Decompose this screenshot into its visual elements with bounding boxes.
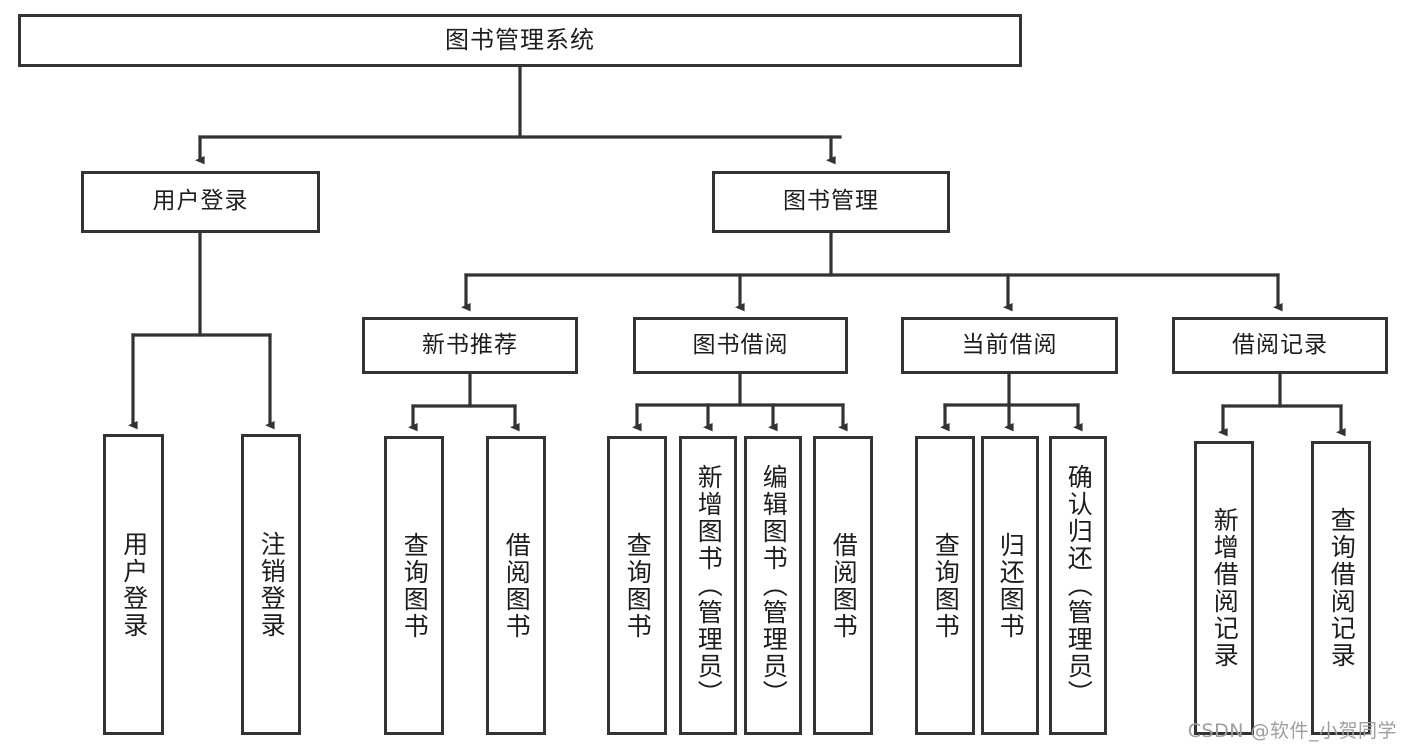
- node-root-system[interactable]: 图书管理系统: [18, 14, 1022, 67]
- node-book-manage[interactable]: 图书管理: [712, 171, 950, 233]
- watermark-text: CSDN @软件_小贺同学: [1187, 720, 1397, 742]
- node-label: 图书管理: [783, 188, 879, 215]
- node-label: 新书推荐: [422, 331, 518, 358]
- node-leaf-edit-book[interactable]: 编辑图书（管理员）: [744, 436, 802, 735]
- node-label: 查询图书: [400, 531, 430, 640]
- node-leaf-borrow-book-1[interactable]: 借阅图书: [486, 436, 546, 735]
- node-label: 用户登录: [152, 188, 249, 215]
- node-label: 借阅记录: [1232, 331, 1328, 358]
- node-label: 用户登录: [119, 530, 149, 639]
- node-label: 借阅图书: [502, 531, 532, 640]
- node-leaf-user-login[interactable]: 用户登录: [103, 434, 164, 735]
- node-label: 当前借阅: [961, 331, 1058, 358]
- node-label: 编辑图书（管理员）: [759, 464, 789, 707]
- node-label: 借阅图书: [829, 531, 859, 640]
- node-label: 查询图书: [623, 531, 653, 640]
- node-label: 查询借阅记录: [1327, 507, 1357, 669]
- node-leaf-query-book-3[interactable]: 查询图书: [915, 436, 975, 735]
- node-label: 新增图书（管理员）: [694, 464, 724, 707]
- node-new-book-recommend[interactable]: 新书推荐: [362, 317, 578, 374]
- node-label: 图书管理系统: [445, 26, 595, 55]
- node-current-borrow[interactable]: 当前借阅: [901, 317, 1118, 374]
- node-leaf-borrow-book-2[interactable]: 借阅图书: [813, 436, 873, 735]
- node-leaf-confirm-return[interactable]: 确认归还（管理员）: [1049, 436, 1107, 735]
- node-label: 归还图书: [996, 531, 1026, 640]
- node-label: 注销登录: [257, 530, 287, 639]
- node-borrow-record[interactable]: 借阅记录: [1172, 317, 1388, 374]
- node-label: 新增借阅记录: [1210, 507, 1240, 669]
- node-leaf-add-book[interactable]: 新增图书（管理员）: [679, 436, 737, 735]
- node-leaf-query-book-2[interactable]: 查询图书: [607, 436, 667, 735]
- node-leaf-query-record[interactable]: 查询借阅记录: [1311, 441, 1371, 735]
- node-leaf-user-logout[interactable]: 注销登录: [241, 434, 301, 735]
- node-leaf-return-book[interactable]: 归还图书: [981, 436, 1039, 735]
- node-book-borrow[interactable]: 图书借阅: [633, 317, 848, 374]
- node-label: 确认归还（管理员）: [1064, 464, 1094, 707]
- node-leaf-query-book-1[interactable]: 查询图书: [384, 436, 444, 735]
- node-leaf-add-record[interactable]: 新增借阅记录: [1194, 441, 1254, 735]
- node-label: 查询图书: [931, 531, 961, 640]
- node-user-login[interactable]: 用户登录: [81, 171, 320, 233]
- node-label: 图书借阅: [692, 331, 789, 358]
